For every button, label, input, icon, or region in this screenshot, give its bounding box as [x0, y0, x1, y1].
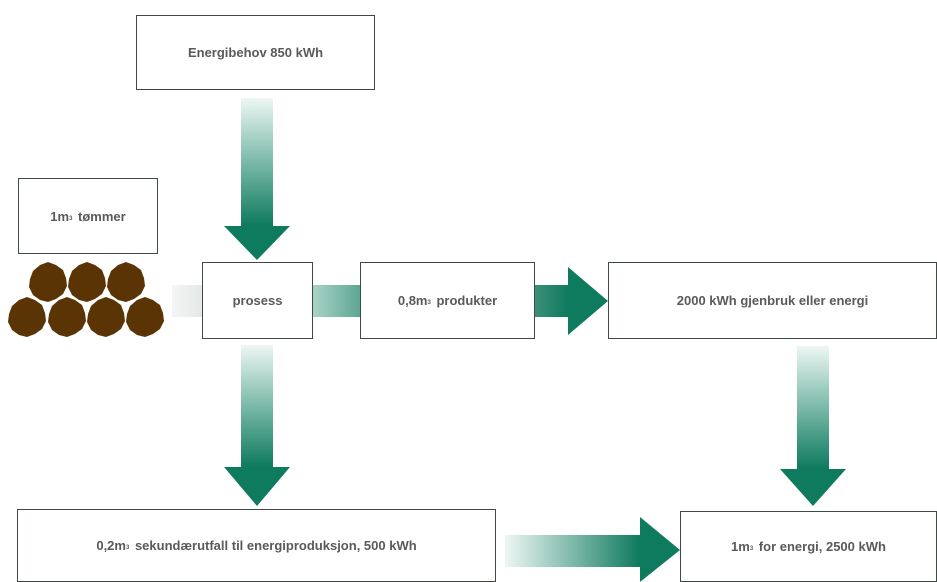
- log-icon: [29, 262, 67, 302]
- log-pile-icon: [8, 262, 164, 337]
- secondary-label-suffix: sekundærutfall til energiproduksjon, 500…: [131, 538, 417, 553]
- products-label-suffix: produkter: [432, 293, 498, 308]
- energy-demand-box: Energibehov 850 kWh: [136, 15, 375, 90]
- arrow-process-to-secondary: [224, 345, 290, 506]
- log-icon: [126, 297, 164, 337]
- arrow-energy-to-process: [224, 98, 290, 260]
- timber-label-suffix: tømmer: [74, 208, 126, 224]
- energy-label-suffix: for energi, 2500 kWh: [755, 539, 886, 554]
- energy-label-prefix: 1m: [731, 539, 750, 554]
- arrow-process-to-products: [313, 285, 360, 317]
- process-box: prosess: [202, 262, 313, 339]
- process-label: prosess: [232, 293, 283, 308]
- products-label-prefix: 0,8m: [397, 293, 428, 308]
- timber-label-prefix: 1m: [50, 208, 70, 224]
- arrow-logs-to-process: [172, 285, 202, 317]
- arrow-products-to-reuse: [535, 267, 608, 335]
- log-icon: [87, 297, 125, 337]
- energy-demand-label: Energibehov 850 kWh: [187, 45, 324, 60]
- log-icon: [8, 297, 46, 337]
- arrow-reuse-to-energy: [780, 346, 846, 506]
- secondary-label-prefix: 0,2m: [96, 538, 126, 553]
- log-icon: [48, 297, 86, 337]
- arrow-secondary-to-energy: [505, 517, 680, 582]
- log-icon: [107, 262, 145, 302]
- reuse-label: 2000 kWh gjenbruk eller energi: [676, 293, 869, 308]
- reuse-box: 2000 kWh gjenbruk eller energi: [608, 262, 937, 339]
- log-icon: [68, 262, 106, 302]
